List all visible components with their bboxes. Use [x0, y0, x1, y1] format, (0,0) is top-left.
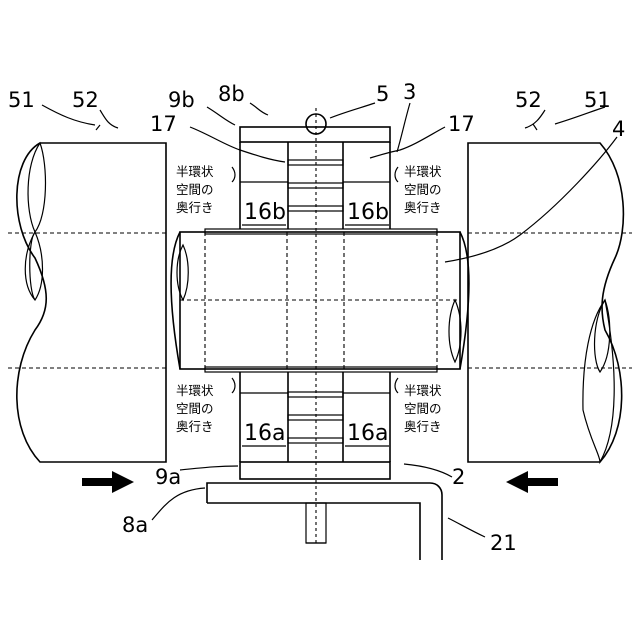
label-8a: 8a: [122, 513, 148, 537]
leader-lines: [42, 103, 617, 537]
depth-label-ll1: 半環状: [176, 383, 214, 398]
label-51-left: 51: [8, 88, 35, 112]
depth-label-ll2: 空間の: [176, 401, 214, 416]
depth-label-ur2: 空間の: [404, 182, 442, 197]
label-4: 4: [612, 117, 625, 141]
depth-label-ul2: 空間の: [176, 182, 214, 197]
depth-label-ur1: 半環状: [404, 164, 442, 179]
label-52-right: 52: [515, 88, 542, 112]
right-roller: [468, 143, 632, 462]
leader-tick: [96, 125, 100, 130]
base-bracket: [207, 483, 442, 560]
label-16b-left: 16b: [244, 200, 286, 225]
label-16b-right: 16b: [347, 200, 389, 225]
label-16a-right: 16a: [347, 421, 388, 446]
label-21: 21: [490, 531, 517, 555]
label-9a: 9a: [155, 465, 181, 489]
label-17-right: 17: [448, 112, 475, 136]
center-shaft: [171, 229, 469, 372]
label-5: 5: [376, 82, 389, 106]
depth-label-ur3: 奥行き: [404, 200, 442, 215]
leader-tick-2: [533, 124, 537, 130]
label-8b: 8b: [218, 82, 245, 106]
right-arrow-icon: [506, 471, 558, 493]
left-roller: [8, 143, 166, 462]
label-17-left: 17: [150, 112, 177, 136]
depth-label-lr1: 半環状: [404, 383, 442, 398]
label-51-right: 51: [584, 88, 611, 112]
label-52-left: 52: [72, 88, 99, 112]
left-arrow-icon: [82, 471, 134, 493]
depth-label-lr2: 空間の: [404, 401, 442, 416]
depth-label-lr3: 奥行き: [404, 419, 442, 434]
label-2: 2: [452, 465, 465, 489]
label-16a-left: 16a: [244, 421, 285, 446]
depth-label-ll3: 奥行き: [176, 419, 214, 434]
label-3: 3: [403, 80, 416, 104]
label-9b: 9b: [168, 88, 195, 112]
depth-label-ul3: 奥行き: [176, 200, 214, 215]
depth-label-ul1: 半環状: [176, 164, 214, 179]
